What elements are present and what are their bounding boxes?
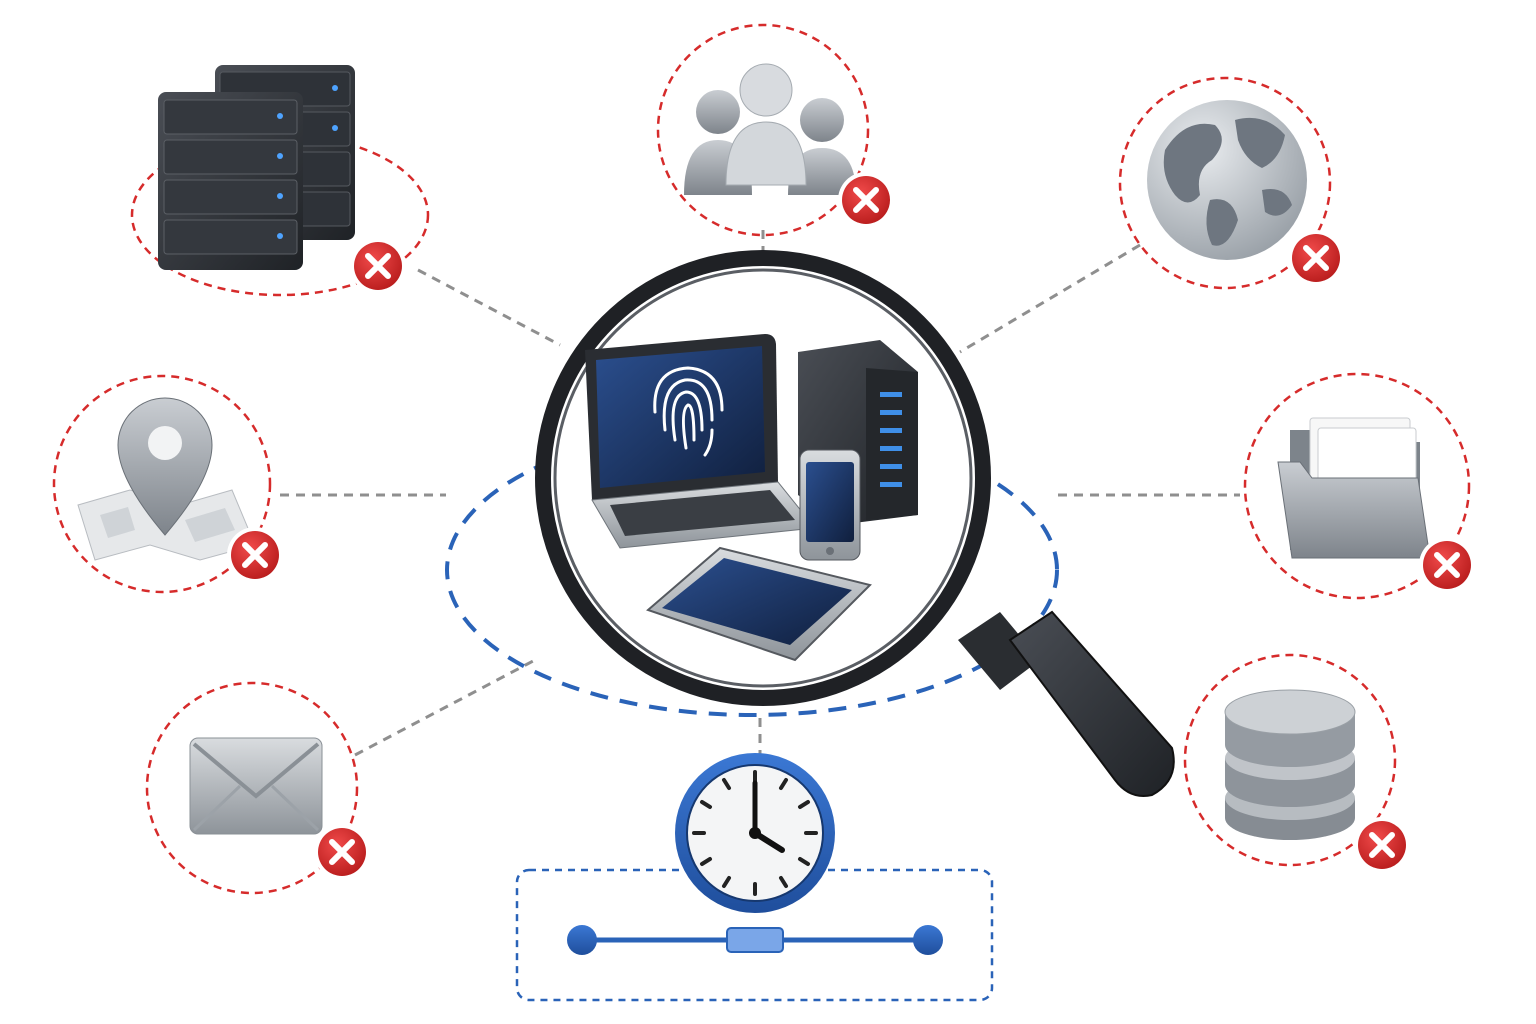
server-rack-icon	[158, 65, 355, 270]
fingerprint-icon	[653, 366, 724, 457]
node-email-ring	[145, 681, 359, 895]
node-globe[interactable]	[1118, 76, 1344, 290]
envelope-icon	[189, 737, 323, 835]
magnifier[interactable]	[535, 250, 1175, 797]
folder-icon	[1277, 417, 1431, 559]
blocked-badge-globe	[1288, 230, 1344, 286]
clock-icon	[675, 753, 835, 913]
connector-email	[354, 658, 536, 757]
timeline-slider[interactable]	[567, 925, 943, 955]
blocked-badge-database	[1354, 817, 1410, 873]
node-folder[interactable]	[1243, 372, 1475, 600]
globe-icon	[1147, 100, 1307, 260]
connector-globe	[959, 243, 1141, 354]
blocked-badge-servers	[350, 238, 406, 294]
tablet-icon	[646, 546, 872, 662]
blocked-badge-location	[227, 527, 283, 583]
blocked-badge-folder	[1419, 537, 1475, 593]
timeline-thumb[interactable]	[726, 927, 784, 953]
smartphone-icon	[799, 449, 861, 561]
node-database[interactable]	[1183, 653, 1410, 873]
magnifier-handle	[958, 610, 1175, 797]
node-timeline[interactable]	[515, 753, 994, 1002]
laptop-fingerprint-icon	[585, 334, 816, 549]
node-email[interactable]	[145, 681, 370, 895]
node-database-ring	[1183, 653, 1397, 867]
node-servers[interactable]	[130, 65, 430, 297]
node-location[interactable]	[52, 374, 283, 594]
map-pin-icon	[77, 397, 256, 561]
database-icon	[1224, 689, 1356, 840]
node-globe-ring	[1118, 76, 1332, 290]
blocked-badge-email	[314, 824, 370, 880]
node-users[interactable]	[656, 23, 894, 237]
timeline-end-handle[interactable]	[913, 925, 943, 955]
user-group-icon	[684, 63, 856, 195]
node-location-ring	[52, 374, 272, 594]
blocked-badge-users	[838, 172, 894, 228]
connector-servers	[417, 268, 561, 347]
node-folder-ring	[1243, 372, 1471, 600]
node-users-ring	[656, 23, 870, 237]
timeline-start-handle[interactable]	[567, 925, 597, 955]
